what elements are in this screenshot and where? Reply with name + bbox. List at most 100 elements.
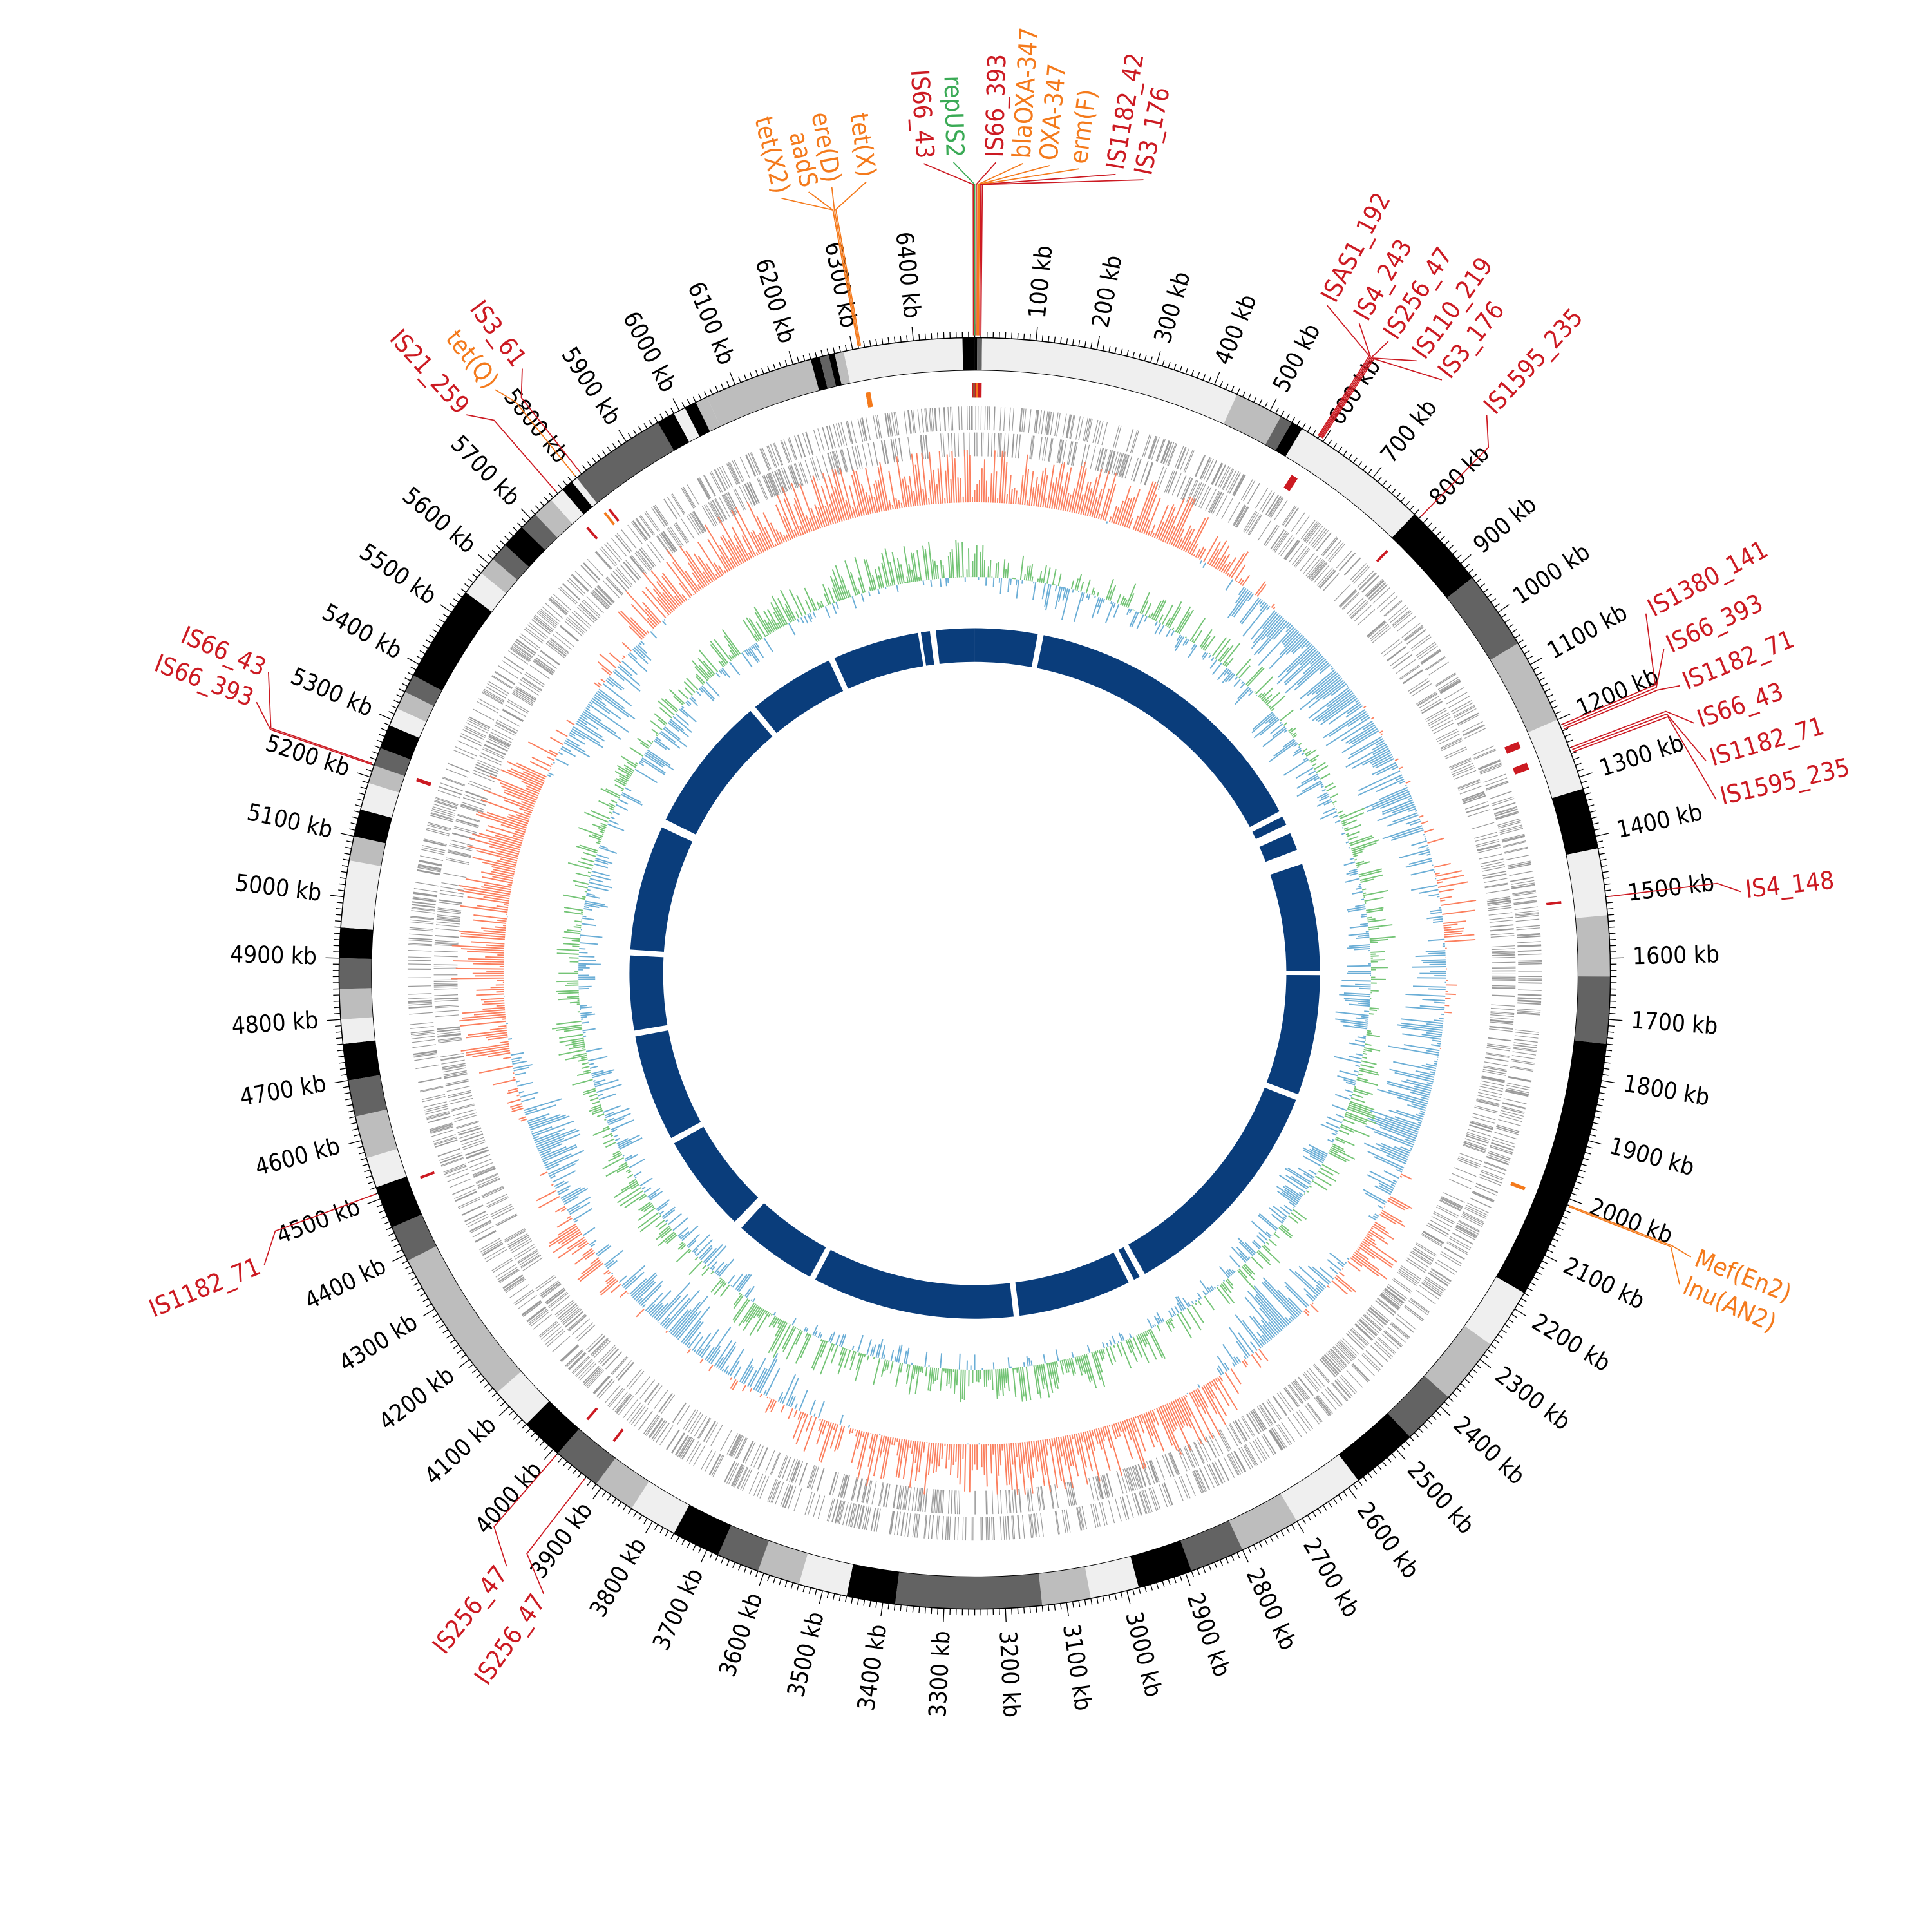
contig-band [658,413,690,451]
contig-band [596,1458,649,1509]
inner-contig [974,628,1038,667]
inner-contig [1118,1247,1140,1280]
annotation-label-arg: tet(X) [844,111,881,179]
tick-label: 1800 kb [1622,1069,1712,1111]
contig-band [799,1553,853,1596]
contig-band [1575,915,1611,977]
tick-label: 4400 kb [300,1251,390,1314]
feature-mark [1513,764,1529,773]
annotation-leader-line [1568,1206,1680,1285]
annotation-leader-line [1573,715,1717,800]
contig-band [1265,416,1292,451]
contig-band [348,1075,387,1117]
contig-band [974,337,978,370]
feature-mark [1512,762,1528,771]
contig-band [354,809,392,844]
tick-label: 5500 kb [354,538,441,610]
inner-contig [635,1030,701,1139]
tick-label: 4800 kb [231,1006,319,1040]
contig-band [1496,1040,1607,1293]
contig-band [962,337,975,371]
annotation-label-is: IS4_148 [1744,866,1835,904]
gc-content-negative [578,577,1372,1370]
contig-band [706,359,819,427]
contig-band [1392,514,1473,598]
contig-band [828,353,842,386]
contig-band [407,1245,522,1393]
contig-band [1574,976,1611,1045]
tick-label: 2200 kb [1527,1308,1615,1378]
inner-contig [1015,1252,1129,1316]
annotation-leader-line [263,1193,376,1265]
contig-band [1229,1493,1297,1550]
inner-contig [815,1249,1014,1319]
contig-band [343,1040,381,1081]
contig-band [572,477,597,507]
inner-contig [834,632,923,689]
feature-mark [603,512,616,526]
annotation-label-is: IS66_393 [980,53,1012,158]
tick-label: 5200 kb [262,729,354,782]
contig-band [1338,1413,1410,1481]
annotation-leader-line [466,414,557,493]
contig-band [551,489,584,524]
annotation-leader-line [256,701,372,766]
annotation-leader-line [1562,649,1665,727]
tick-label: 1600 kb [1633,940,1720,970]
annotation-leader-line [1562,613,1656,725]
contig-band [1180,1520,1243,1571]
inner-contig [1270,864,1320,971]
feature-mark [867,392,873,408]
inner-contig [630,827,693,952]
tick-label: 2100 kb [1559,1251,1649,1314]
annotation-leader-line [923,163,974,336]
tick-label: 4600 kb [252,1132,343,1181]
feature-mark [1376,549,1388,563]
annotation-label-is: IS66_43 [905,69,940,160]
annotation-leader-line [268,672,373,764]
tick-label: 3100 kb [1057,1622,1097,1712]
tick-label: 2000 kb [1586,1193,1676,1249]
contig-band [1038,1566,1091,1606]
annotation-leader-line [526,1478,585,1595]
inner-contig [755,660,844,734]
contig-band [1285,428,1415,538]
tick-label: 2500 kb [1402,1456,1481,1539]
contig-band [1224,394,1282,445]
tick-label: 3800 kb [584,1533,652,1622]
tick-label: 1700 kb [1630,1006,1719,1040]
contig-band [366,1148,407,1188]
contig-band [717,1525,770,1571]
contig-band [360,782,399,818]
annotation-leader-line [980,179,1144,336]
tick-label: 3300 kb [923,1630,955,1718]
feature-mark [586,1407,598,1421]
contig-band [696,397,721,431]
annotation-leader-line [1572,713,1707,762]
annotation-leader-line [977,165,1050,336]
annotation-leader-line [1569,1205,1692,1258]
contig-band [339,927,374,959]
annotation-leader-line [952,162,976,336]
gc-skew-negative [504,521,1446,1445]
feature-mark [416,777,431,786]
contig-band [1130,1540,1192,1588]
contig-band [522,514,558,551]
gc-skew-positive [451,450,1477,1495]
tick-label: 1300 kb [1596,729,1687,782]
contig-band [392,1214,437,1261]
tick-label: 4900 kb [230,940,317,970]
contig-band [1275,422,1303,457]
tick-label: 5900 kb [556,342,627,430]
contig-band [631,1481,690,1534]
tick-label: 3000 kb [1120,1609,1168,1700]
inner-contig [629,955,668,1031]
tick-label: 5400 kb [317,598,407,665]
tick-label: 1400 kb [1614,798,1705,844]
contig-band-ring [338,337,1611,1610]
inner-contig [1252,816,1287,840]
contig-band [505,527,545,567]
annotation-leader-line [978,168,1079,336]
tick-label: 500 kb [1267,319,1326,397]
